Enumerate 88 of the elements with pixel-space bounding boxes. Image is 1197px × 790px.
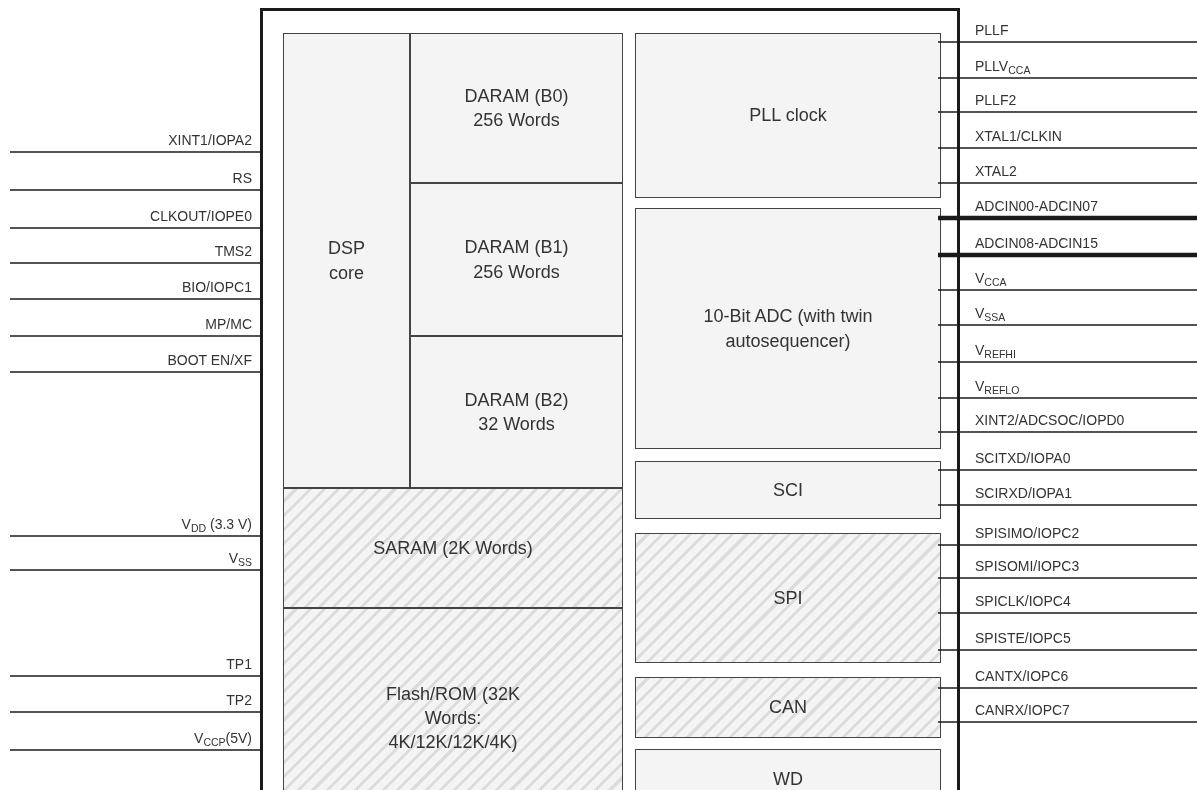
pin-label: SCIRXD/IOPA1 (975, 484, 1072, 502)
pin-line (9, 569, 261, 571)
pin-label: CLKOUT/IOPE0 (150, 207, 252, 225)
pin-line (9, 335, 261, 337)
block-label: DARAM (B0) 256 Words (463, 84, 570, 132)
block-label: DSP core (327, 237, 366, 285)
pin-line (9, 711, 261, 713)
pin-line (937, 687, 1197, 689)
pin-line (9, 298, 261, 300)
block-box (283, 608, 623, 790)
pin-line (937, 431, 1197, 433)
pin-label: PLLV$_{CCA}$ (975, 57, 1031, 75)
pin-label: TP1 (226, 655, 252, 673)
pin-label: SPICLK/IOPC4 (975, 592, 1071, 610)
block-box (283, 33, 410, 488)
pin-label: V$_{CCP}$(5V) (194, 729, 252, 747)
pin-label: SPISTE/IOPC5 (975, 629, 1071, 647)
pin-line (9, 151, 261, 153)
pin-label: XINT2/ADCSOC/IOPD0 (975, 411, 1125, 429)
pin-line (937, 147, 1197, 149)
block-box (635, 677, 941, 738)
block-label: SPI (772, 586, 804, 610)
pin-label: ADCIN00-ADCIN07 (975, 197, 1098, 215)
pin-line (9, 749, 261, 751)
block-label: DARAM (B1) 256 Words (463, 236, 570, 284)
pin-line (9, 227, 261, 229)
block-box (635, 461, 941, 519)
pin-line (937, 111, 1197, 113)
pin-label: TP2 (226, 691, 252, 709)
pin-line (937, 397, 1197, 399)
pin-label: MP/MC (205, 315, 252, 333)
block-box (410, 33, 623, 183)
pin-line (937, 361, 1197, 363)
pin-line (937, 324, 1197, 326)
pin-line (9, 371, 261, 373)
pin-line (937, 289, 1197, 291)
pin-line (937, 544, 1197, 546)
pin-line (937, 504, 1197, 506)
pin-label: TMS2 (214, 242, 252, 260)
pin-label: PLLF2 (975, 91, 1017, 109)
block-label: SCI (772, 478, 804, 502)
block-label: Flash/ROM (32K Words: 4K/12K/12K/4K) (384, 682, 521, 755)
pin-label: ADCIN08-ADCIN15 (975, 234, 1098, 252)
pin-label: XTAL2 (975, 162, 1017, 180)
pin-line (9, 535, 261, 537)
pin-label: XINT1/IOPA2 (168, 131, 252, 149)
pin-line (937, 721, 1197, 723)
block-label: CAN (768, 696, 808, 720)
pin-label: V$_{SS}$ (228, 549, 252, 567)
pin-label: V$_{REFLO}$ (975, 377, 1020, 395)
pin-label: SCITXD/IOPA0 (975, 449, 1071, 467)
pin-label: XTAL1/CLKIN (975, 127, 1062, 145)
pin-label: V$_{SSA}$ (975, 304, 1006, 322)
pin-label: SPISOMI/IOPC3 (975, 557, 1080, 575)
block-label: DARAM (B2) 32 Words (463, 388, 570, 436)
pin-label: BOOT EN/XF (167, 351, 252, 369)
block-label: 10-Bit ADC (with twin autosequencer) (702, 305, 874, 353)
block-box (410, 183, 623, 336)
pin-line (9, 189, 261, 191)
pin-line (937, 41, 1197, 43)
block-box (635, 533, 941, 663)
block-box (410, 336, 623, 488)
pin-label: SPISIMO/IOPC2 (975, 524, 1080, 542)
pin-label: CANRX/IOPC7 (975, 701, 1070, 719)
pin-label: V$_{DD}$ (3.3 V) (181, 515, 252, 533)
block-box (283, 488, 623, 608)
pin-line (9, 262, 261, 264)
pin-line (9, 675, 261, 677)
pin-label: V$_{REFHI}$ (975, 341, 1016, 359)
block-label: PLL clock (748, 104, 828, 128)
pin-line (938, 252, 1197, 258)
chip-outline (260, 8, 960, 790)
pin-line (938, 215, 1197, 221)
pin-label: CANTX/IOPC6 (975, 667, 1069, 685)
block-label: WD (772, 767, 804, 790)
pin-line (937, 649, 1197, 651)
block-label: SARAM (2K Words) (372, 536, 534, 560)
pin-line (937, 77, 1197, 79)
pin-label: RS (232, 169, 252, 187)
pin-label: V$_{CCA}$ (975, 269, 1007, 287)
block-box (635, 33, 941, 198)
pin-label: PLLF (975, 21, 1009, 39)
block-box (635, 208, 941, 449)
pin-line (937, 182, 1197, 184)
pin-line (937, 469, 1197, 471)
pin-line (937, 612, 1197, 614)
pin-label: BIO/IOPC1 (181, 278, 252, 296)
pin-line (937, 577, 1197, 579)
